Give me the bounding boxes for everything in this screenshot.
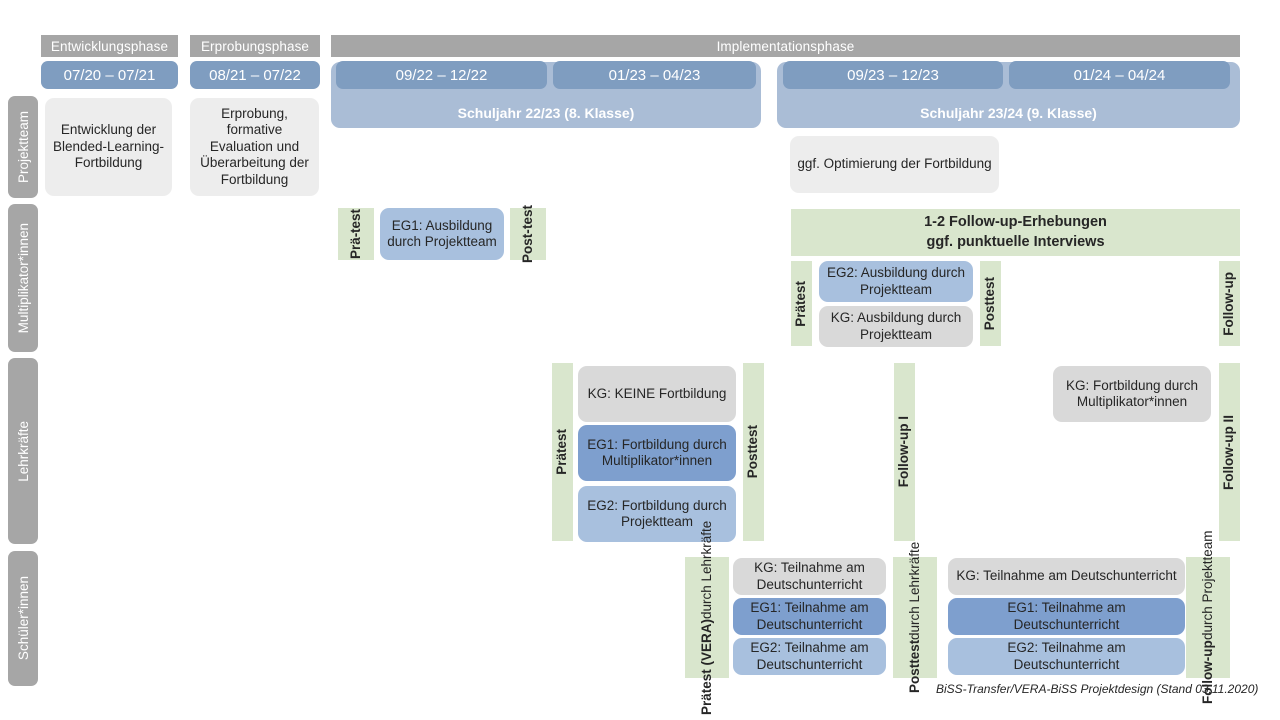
posttest-lehrkraefte: Posttest	[743, 363, 764, 541]
posttest-multiplikatoren-1: Post- test	[510, 205, 546, 263]
praetest-multiplikatoren-2: Prätest	[791, 261, 812, 346]
period-01-23-04-23: 01/23 – 04/23	[553, 61, 756, 89]
phase-band-entwicklungsphase: Entwicklungsphase	[41, 35, 178, 57]
followup-schueler: Follow-up durch Projektteam	[1186, 530, 1230, 705]
period-08-21-07-22: 08/21 – 07/22	[190, 61, 320, 89]
praetest-multiplikatoren-2-text: Prätest	[793, 280, 809, 327]
row-label-schuelerinnen: Schüler*innen	[8, 551, 38, 686]
followup-banner-line2: ggf. punktuelle Interviews	[926, 233, 1105, 250]
followup-schueler-text: Follow-up durch Projektteam	[1200, 530, 1216, 705]
card-schueler-left-kg: KG: Teilnahme am Deutschunterricht	[733, 558, 886, 595]
card-eg1-ausbildung-projektteam: EG1: Ausbildung durch Projektteam	[380, 208, 504, 260]
card-schueler-right-eg2: EG2: Teilnahme am Deutschunterricht	[948, 638, 1185, 675]
praetest-lehrkraefte-text: Prätest	[554, 429, 570, 475]
phase-band-erprobungsphase: Erprobungsphase	[190, 35, 320, 57]
row-label-projektteam: Projektteam	[8, 96, 38, 198]
followup-multiplikatoren: Follow-up	[1219, 261, 1240, 346]
card-erprobung-evaluation: Erprobung, formative Evaluation und Über…	[190, 98, 319, 196]
period-01-24-04-24: 01/24 – 04/24	[1009, 61, 1230, 89]
posttest-lehrkraefte-text: Posttest	[745, 425, 761, 479]
card-schueler-left-eg2: EG2: Teilnahme am Deutschunterricht	[733, 638, 886, 675]
praetest-vera-schueler-text: Prätest (VERA) durch Lehrkräfte	[699, 520, 715, 715]
row-label-schuelerinnen-text: Schüler*innen	[15, 576, 31, 661]
row-label-multiplikatorinnen-text: Multiplikator*innen	[15, 222, 31, 334]
card-ggf-optimierung: ggf. Optimierung der Fortbildung	[790, 136, 999, 193]
followup-2-lehrkraefte: Follow-up II	[1219, 363, 1240, 541]
followup-1-lehrkraefte: Follow-up I	[894, 363, 915, 541]
followup-banner-line1: 1-2 Follow-up-Erhebungen	[924, 213, 1107, 230]
followup-2-lehrkraefte-text: Follow-up II	[1221, 414, 1237, 490]
praetest-lehrkraefte: Prätest	[552, 363, 573, 541]
phase-band-implementationsphase: Implementationsphase	[331, 35, 1240, 57]
praetest-vera-schueler: Prätest (VERA) durch Lehrkräfte	[685, 520, 729, 715]
period-09-23-12-23: 09/23 – 12/23	[783, 61, 1003, 89]
card-entwicklung-blended-learning: Entwicklung der Blended-Learning-Fortbil…	[45, 98, 172, 196]
followup-erhebungen-banner: 1-2 Follow-up-Erhebungen ggf. punktuelle…	[791, 209, 1240, 256]
footer-credit: BiSS-Transfer/VERA-BiSS Projektdesign (S…	[936, 682, 1259, 696]
posttest-schueler: Posttest durch Lehrkräfte	[893, 541, 937, 694]
card-kg-ausbildung-projektteam: KG: Ausbildung durch Projektteam	[819, 306, 973, 347]
posttest-schueler-text: Posttest durch Lehrkräfte	[907, 541, 923, 694]
card-eg2-ausbildung-projektteam: EG2: Ausbildung durch Projektteam	[819, 261, 973, 302]
posttest-multiplikatoren-2: Posttest	[980, 261, 1001, 346]
card-eg2-fortbildung-projektteam: EG2: Fortbildung durch Projektteam	[578, 486, 736, 542]
row-label-multiplikatorinnen: Multiplikator*innen	[8, 204, 38, 352]
card-schueler-right-eg1: EG1: Teilnahme am Deutschunterricht	[948, 598, 1185, 635]
period-09-22-12-22: 09/22 – 12/22	[336, 61, 547, 89]
card-schueler-left-eg1: EG1: Teilnahme am Deutschunterricht	[733, 598, 886, 635]
followup-multiplikatoren-text: Follow-up	[1221, 271, 1237, 336]
row-label-lehrkraefte: Lehrkräfte	[8, 358, 38, 544]
praetest-multiplikatoren-1: Prä- test	[338, 208, 374, 260]
card-eg1-fortbildung-multiplikatoren: EG1: Fortbildung durch Multiplikator*inn…	[578, 425, 736, 481]
posttest-multiplikatoren-2-text: Posttest	[982, 276, 998, 331]
card-kg-fortbildung-multiplikatoren: KG: Fortbildung durch Multiplikator*inne…	[1053, 366, 1211, 422]
card-schueler-right-kg: KG: Teilnahme am Deutschunterricht	[948, 558, 1185, 595]
praetest-multiplikatoren-1-text: Prä- test	[348, 208, 364, 260]
followup-1-lehrkraefte-text: Follow-up I	[896, 416, 912, 488]
posttest-multiplikatoren-1-text: Post- test	[520, 205, 536, 263]
card-kg-keine-fortbildung: KG: KEINE Fortbildung	[578, 366, 736, 422]
row-label-lehrkraefte-text: Lehrkräfte	[15, 420, 31, 482]
row-label-projektteam-text: Projektteam	[15, 110, 31, 184]
period-07-20-07-21: 07/20 – 07/21	[41, 61, 178, 89]
